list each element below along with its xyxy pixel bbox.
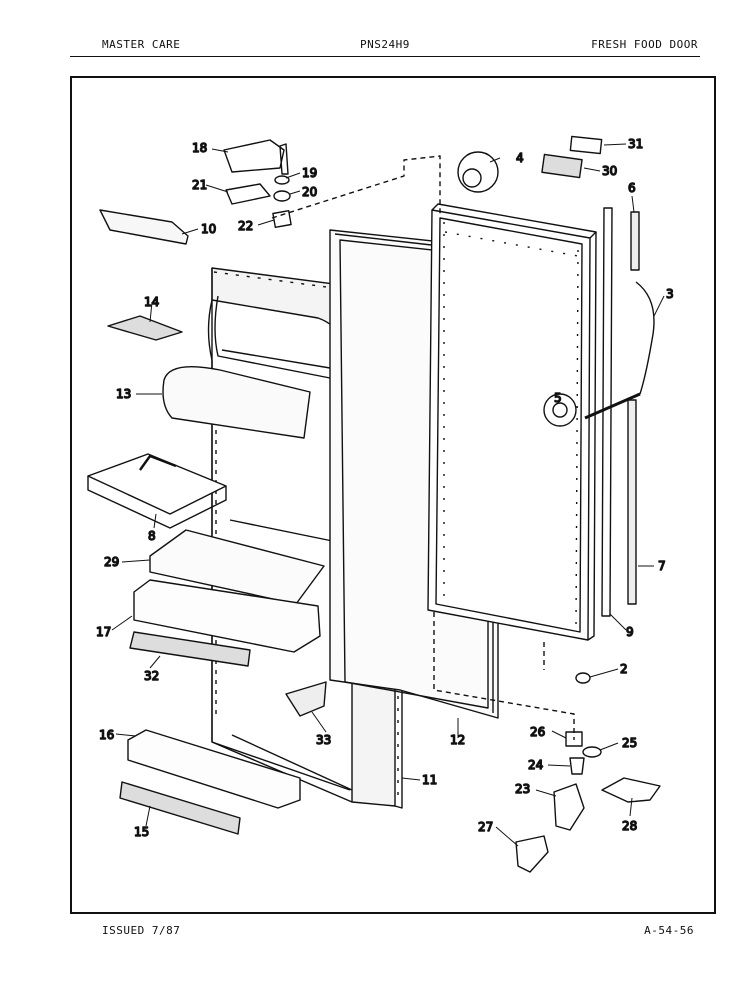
trim-clip-part [107, 315, 183, 341]
callout-13: 13 [116, 387, 131, 401]
callout-10: 10 [201, 222, 216, 236]
callout-29: 29 [104, 555, 119, 569]
callout-6: 6 [628, 181, 636, 195]
callout-8: 8 [148, 529, 156, 543]
callout-11: 11 [422, 773, 437, 787]
hinge-pin-part [279, 143, 289, 175]
callout-23: 23 [515, 782, 530, 796]
header-brand: MASTER CARE [102, 38, 181, 51]
leader-lines [111, 143, 665, 847]
callout-33: 33 [316, 733, 331, 747]
callout-24: 24 [528, 758, 543, 772]
hinge-shim-plate-part [515, 835, 549, 873]
callout-17: 17 [96, 625, 111, 639]
callout-3: 3 [666, 287, 674, 301]
callout-25: 25 [622, 736, 637, 750]
document-code: A-54-56 [644, 924, 694, 937]
callout-20: 20 [302, 185, 317, 199]
callout-2: 2 [620, 662, 628, 676]
hinge-cover-part [99, 209, 189, 245]
top-hinge-part [223, 139, 285, 173]
dairy-compartment-door-part [162, 365, 311, 439]
hinge-nut-part [272, 210, 292, 228]
header-rule [70, 56, 700, 57]
callout-9: 9 [626, 625, 634, 639]
callout-21: 21 [192, 178, 207, 192]
plug-button-part [575, 672, 591, 684]
door-shelf-part [133, 579, 321, 653]
callout-26: 26 [530, 725, 545, 739]
shelf-bracket-part [285, 681, 327, 717]
callout-27: 27 [478, 820, 493, 834]
header-section-title: FRESH FOOD DOOR [591, 38, 698, 51]
callout-18: 18 [192, 141, 207, 155]
round-plug-part [543, 393, 577, 427]
egg-tray-part [87, 453, 227, 529]
trim-strips-part [601, 207, 640, 617]
callout-30: 30 [602, 164, 617, 178]
label-holder-part [541, 153, 583, 179]
callout-16: 16 [99, 728, 114, 742]
bin-trim-part [119, 781, 241, 835]
shelf-trim-part [129, 631, 251, 667]
callout-7: 7 [658, 559, 666, 573]
door-stop-bumper-part [457, 151, 499, 193]
callout-32: 32 [144, 669, 159, 683]
callout-28: 28 [622, 819, 637, 833]
lower-hinge-washer-part [582, 746, 602, 758]
lower-hinge-plate-part [601, 777, 661, 803]
callout-22: 22 [238, 219, 253, 233]
assembly-dashed-lines [271, 155, 575, 740]
door-hinge-wire-part [635, 281, 655, 395]
lower-hinge-bushing-part [565, 731, 583, 747]
hinge-bushing-part [273, 190, 291, 202]
callout-12: 12 [450, 733, 465, 747]
callout-5: 5 [554, 391, 562, 405]
bottom-door-bin-part [127, 729, 301, 809]
outer-door-part [427, 203, 597, 641]
callout-19: 19 [302, 166, 317, 180]
header-model-number: PNS24H9 [360, 38, 410, 51]
hinge-shim-part [225, 183, 271, 205]
lower-hinge-bracket-part [553, 783, 585, 831]
hinge-washer-part [274, 175, 290, 185]
callout-4: 4 [516, 151, 524, 165]
callout-31: 31 [628, 137, 643, 151]
diagram-frame [70, 76, 716, 914]
lower-hinge-pin-part [569, 757, 585, 775]
dairy-compartment-part [149, 529, 325, 605]
wire-connector-arrow [584, 392, 641, 420]
callout-14: 14 [144, 295, 159, 309]
label-insert-part [569, 135, 603, 155]
issue-date: ISSUED 7/87 [102, 924, 181, 937]
callout-15: 15 [134, 825, 149, 839]
